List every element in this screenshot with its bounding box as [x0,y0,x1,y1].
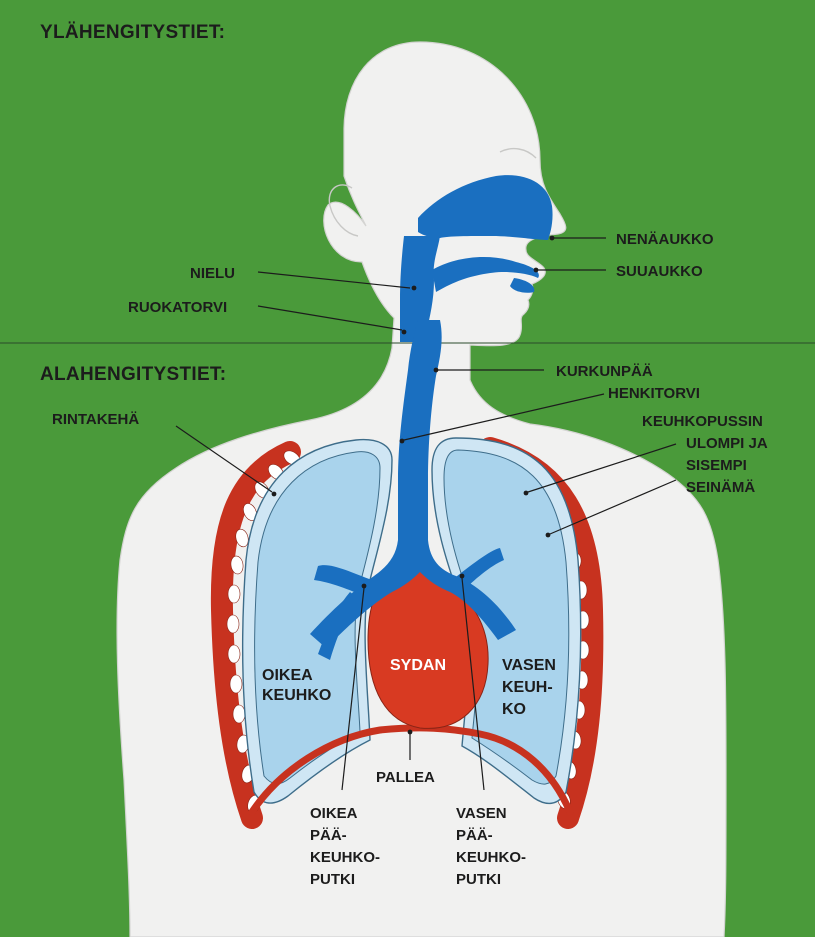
label-nielu: NIELU [190,265,235,282]
label-vasen-keuhko-line: KO [502,701,526,718]
label-vasen-paakeuhkoputki-line: VASEN [456,805,507,822]
label-rintakeha: RINTAKEHÄ [52,411,139,428]
label-henkitorvi: HENKITORVI [608,385,700,402]
label-keuhkopussi-line: SEINÄMÄ [686,479,755,496]
label-vasen-keuhko-line: VASEN [502,657,556,674]
label-oikea-paakeuhkoputki-line: PUTKI [310,871,355,888]
label-sydan: SYDAN [390,657,446,674]
label-oikea-keuhko-line: OIKEA [262,667,313,684]
label-oikea-paakeuhkoputki-line: OIKEA [310,805,358,822]
label-vasen-keuhko-line: KEUH- [502,679,553,696]
label-vasen-paakeuhkoputki-line: KEUHKO- [456,849,526,866]
label-oikea-paakeuhkoputki-line: KEUHKO- [310,849,380,866]
label-keuhkopussi-line: SISEMPI [686,457,747,474]
label-oikea-paakeuhkoputki-line: PÄÄ- [310,827,347,844]
label-vasen-paakeuhkoputki-line: PUTKI [456,871,501,888]
label-keuhkopussi-line: KEUHKOPUSSIN [642,413,763,430]
label-oikea-keuhko-line: KEUHKO [262,687,331,704]
heading-upper-airways: YLÄHENGITYSTIET: [40,22,225,43]
label-vasen-paakeuhkoputki-line: PÄÄ- [456,827,493,844]
heading-lower-airways: ALAHENGITYSTIET: [40,364,226,385]
label-suuaukko: SUUAUKKO [616,263,703,280]
label-keuhkopussi-line: ULOMPI JA [686,435,768,452]
label-nenaaukko: NENÄAUKKO [616,231,714,248]
label-pallea: PALLEA [376,769,435,786]
label-kurkunpaa: KURKUNPÄÄ [556,363,653,380]
label-ruokatorvi: RUOKATORVI [128,299,227,316]
